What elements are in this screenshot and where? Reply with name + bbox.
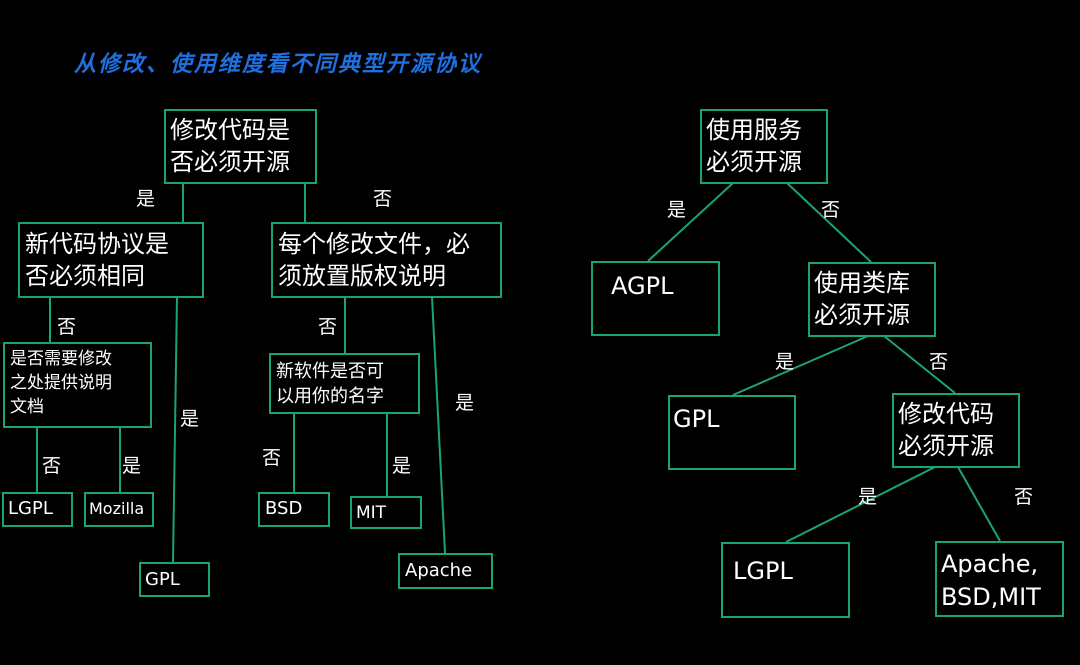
node-apache: Apache [398,553,493,589]
edge-label-modify-yes: 是 [858,486,878,508]
edge-label-root-no: 否 [373,188,393,210]
edge-label-use-name-no: 否 [262,447,282,469]
edge-label-explain-no: 否 [42,455,62,477]
edge-label-use-name-yes: 是 [392,455,412,477]
edge-r-root-to-library [786,182,872,263]
edge-modify-to-lgpl [785,466,936,543]
edge-label-gpl-yes: 是 [180,408,200,430]
edge-new-code-to-gpl [172,296,178,563]
node-explain-changes: 是否需要修改 之处提供说明 文档 [3,342,152,428]
edge-library-to-gpl [732,335,869,396]
edge-label-library-yes: 是 [775,351,795,373]
node-new-code-same-license: 新代码协议是 否必须相同 [18,222,204,298]
page-title: 从修改、使用维度看不同典型开源协议 [74,52,483,77]
node-use-your-name: 新软件是否可 以用你的名字 [269,353,420,414]
node-mozilla: Mozilla [84,492,154,527]
node-gpl-right: GPL [668,395,796,470]
edge-label-explain-yes: 是 [122,455,142,477]
edge-copyright-to-apache [431,296,446,554]
edge-label-library-no: 否 [929,351,949,373]
edge-label-r-root-no: 否 [821,199,841,221]
edge-label-apache-yes: 是 [455,392,475,414]
edge-r-root-to-agpl [647,182,734,262]
node-apache-bsd-mit: Apache, BSD,MIT [935,541,1064,617]
node-agpl: AGPL [591,261,720,336]
edge-library-to-modify [883,335,956,394]
edge-modify-to-apache [957,466,1001,542]
edge-label-root-yes: 是 [136,188,156,210]
node-use-service-open-source: 使用服务 必须开源 [700,109,828,184]
edge-label-copyright-no: 否 [318,316,338,338]
edge-label-modify-no: 否 [1014,486,1034,508]
node-use-library-open-source: 使用类库 必须开源 [808,262,936,337]
node-each-file-copyright: 每个修改文件，必 须放置版权说明 [271,222,502,298]
edge-label-r-root-yes: 是 [667,199,687,221]
node-lgpl-right: LGPL [721,542,850,618]
node-modify-code-open-source-right: 修改代码 必须开源 [892,393,1020,468]
node-mit-left: MIT [350,496,422,529]
node-modify-code-open-source: 修改代码是 否必须开源 [164,109,317,184]
node-lgpl-left: LGPL [2,492,73,527]
node-gpl-left: GPL [139,562,210,597]
edge-label-new-code-no: 否 [57,316,77,338]
node-bsd: BSD [258,492,330,527]
